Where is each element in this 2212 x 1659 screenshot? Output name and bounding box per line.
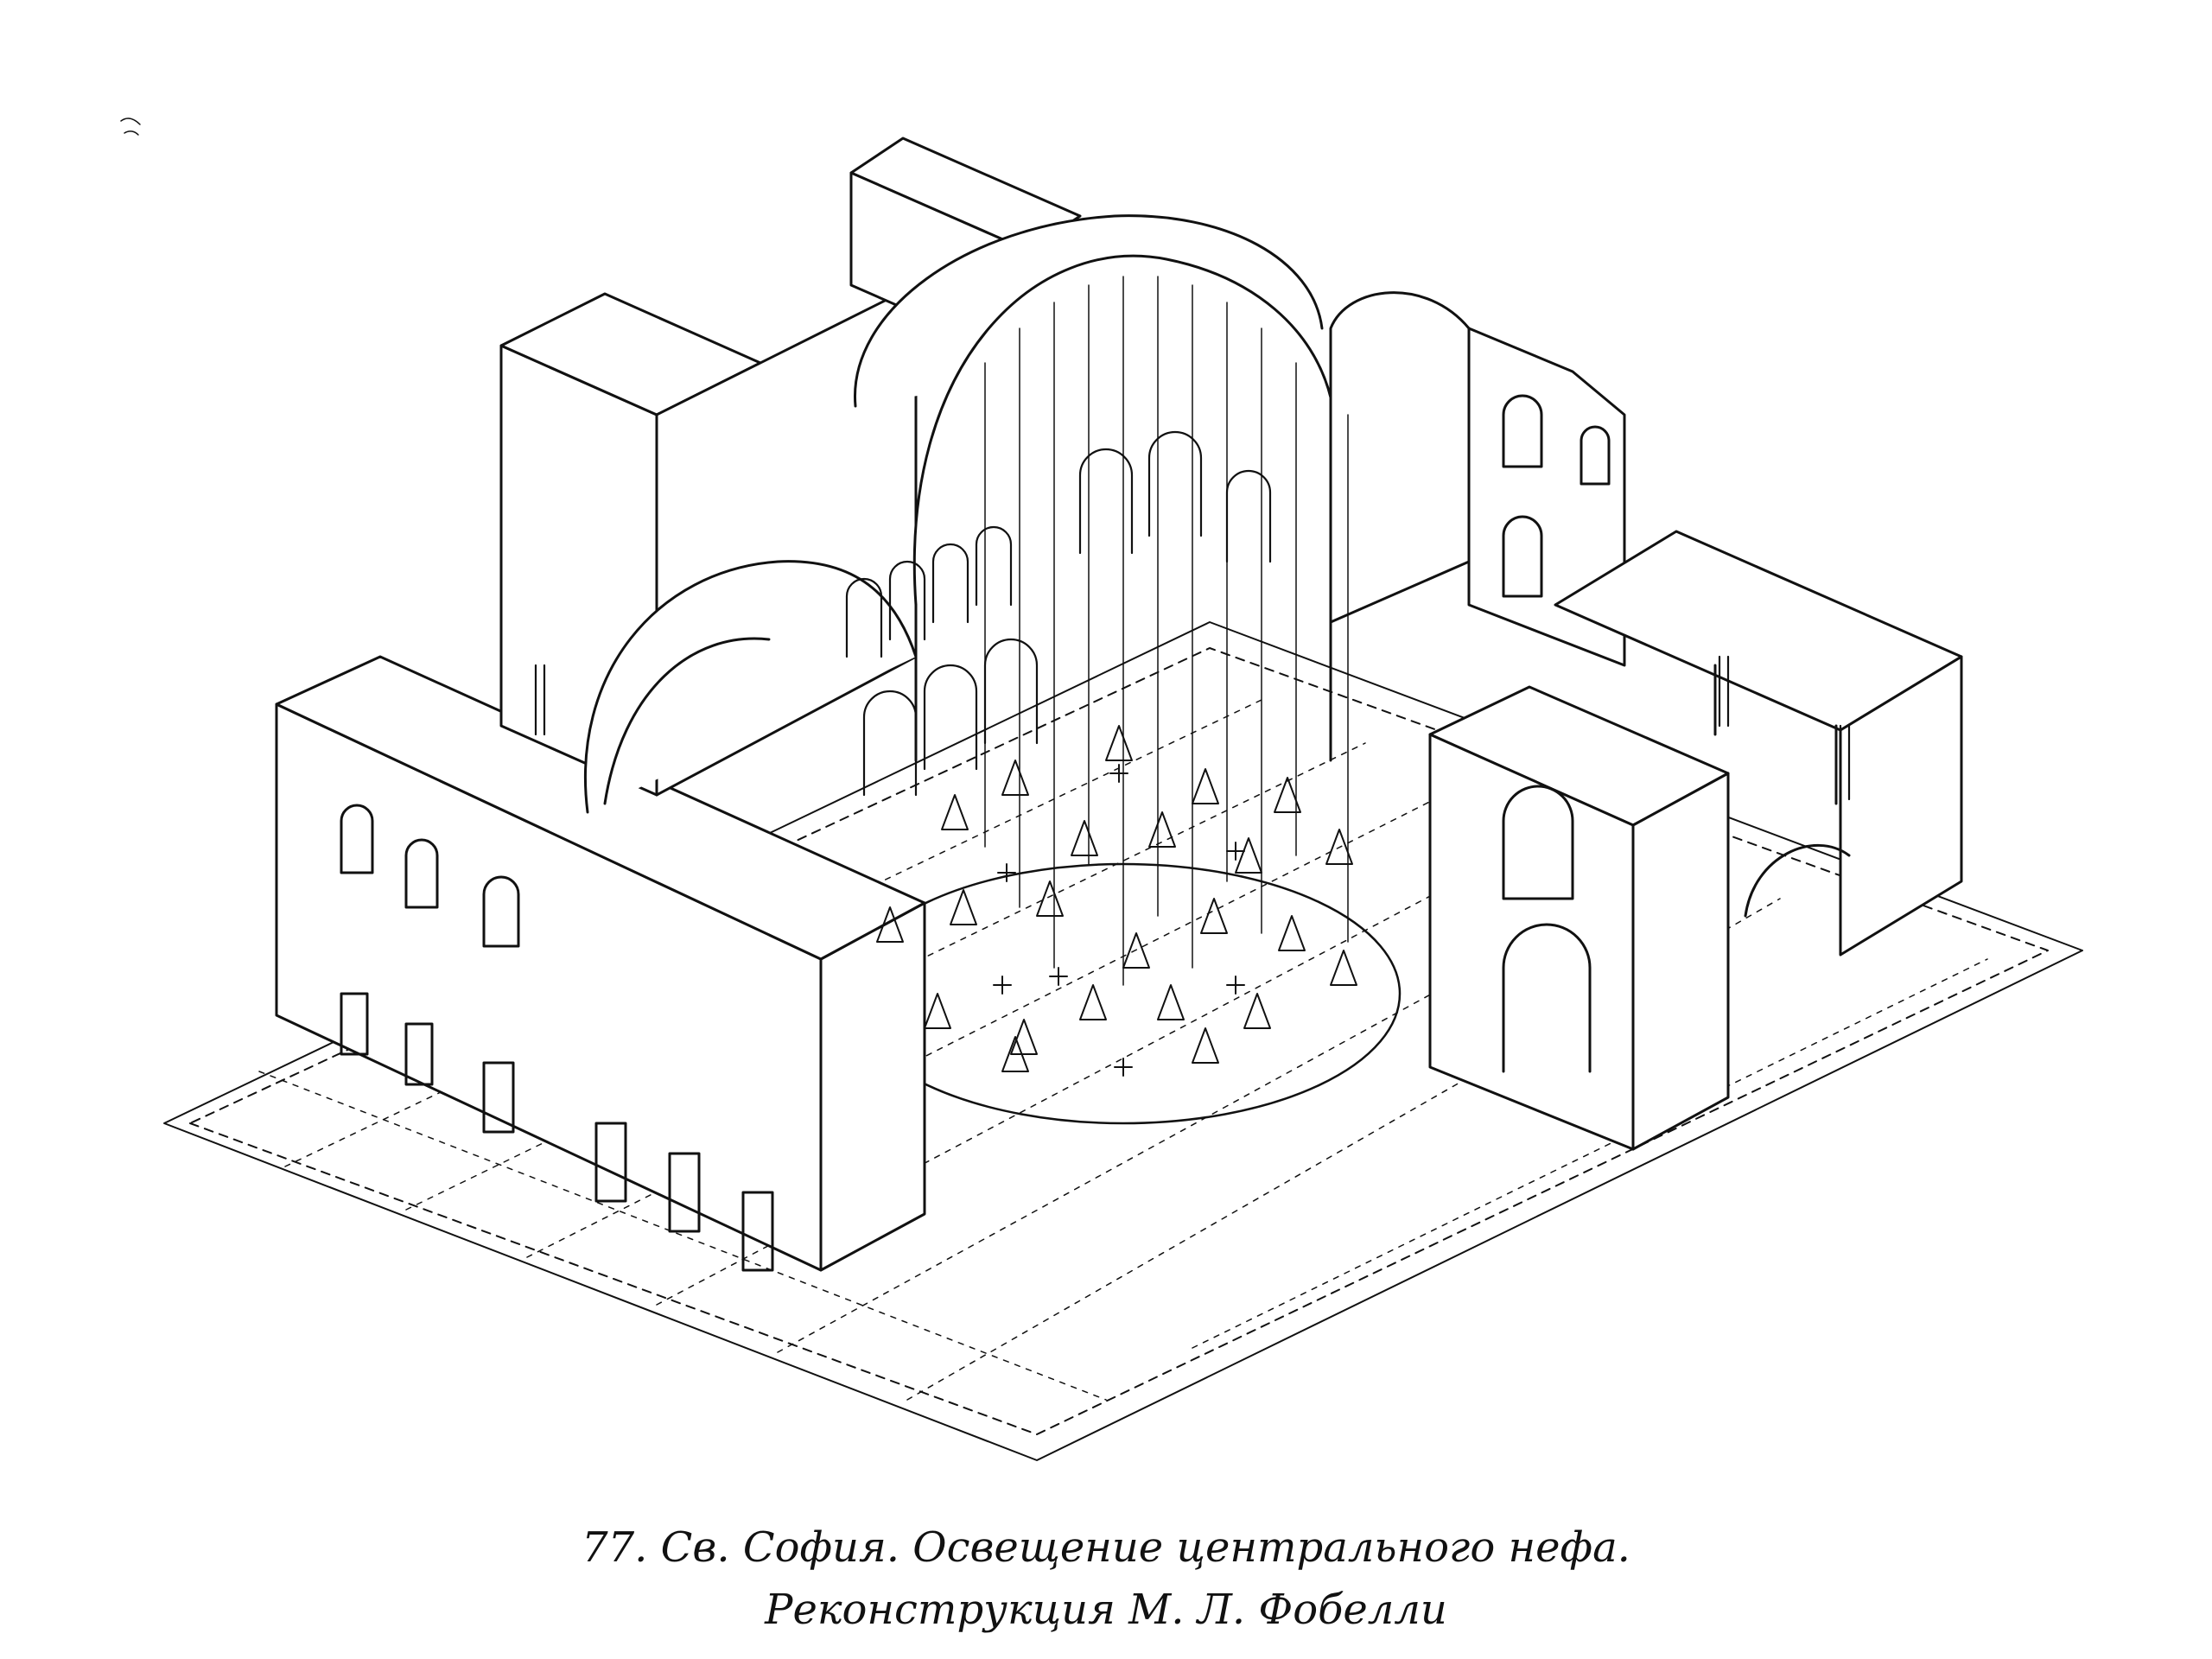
right-apse: [1329, 291, 1626, 667]
axonometric-drawing: [120, 118, 2083, 1461]
front-right-tower: [1428, 685, 1730, 1151]
caption-line-1: 77. Св. София. Освещение центрального не…: [582, 1523, 1630, 1572]
caption-line-2: Реконструкция М. Л. Фобелли: [765, 1586, 1447, 1634]
right-terrace: [1554, 530, 1963, 957]
inner-arcade: [845, 430, 1272, 797]
terrace-columns: [534, 655, 1851, 801]
lamp-chains: [984, 276, 1349, 986]
architectural-illustration: [120, 118, 2083, 1461]
page-mark: [120, 118, 141, 136]
left-outer-wall: [275, 655, 926, 1272]
figure-caption: 77. Св. София. Освещение центрального не…: [0, 1516, 2212, 1641]
left-semidome: [583, 560, 918, 814]
lamps: [876, 725, 1357, 1077]
